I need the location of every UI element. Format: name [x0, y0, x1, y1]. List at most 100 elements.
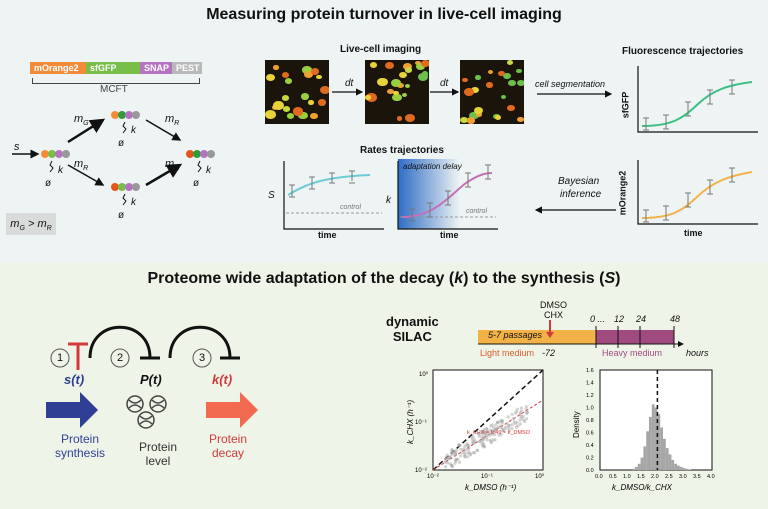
svg-text:10⁻¹: 10⁻¹ [481, 474, 493, 480]
scatter-point [464, 448, 468, 452]
label-k-bottom: k [131, 197, 136, 208]
rates-plots [283, 159, 498, 230]
bayes-label-2: inference [560, 189, 602, 200]
scatter-point [490, 432, 494, 436]
cell [420, 60, 429, 68]
cell [302, 66, 312, 74]
construct-label: MCFT [100, 84, 128, 95]
scatter-point [493, 433, 497, 437]
fluor-plots [637, 66, 758, 225]
cell [282, 95, 290, 101]
cell [486, 82, 494, 88]
heavy-medium-label: Heavy medium [602, 348, 663, 358]
cell [516, 116, 524, 123]
cell [281, 71, 290, 78]
cell [401, 92, 408, 97]
cell [474, 107, 484, 115]
scatter-point [500, 419, 505, 423]
scatter-point [450, 449, 454, 454]
cell [310, 113, 318, 120]
construct-bracket [32, 78, 200, 84]
cell [498, 70, 505, 76]
svg-text:10⁻²: 10⁻² [427, 474, 439, 480]
cell [319, 85, 329, 94]
maturation-model [12, 111, 215, 206]
cell [415, 62, 425, 70]
passages-label: 5-7 passages [488, 330, 543, 340]
scatter-point [497, 425, 501, 429]
step-1: 1 [57, 352, 64, 364]
y-tick-label: 1.0 [586, 406, 594, 412]
label-k-right: k [206, 165, 211, 176]
light-medium-label: Light medium [480, 348, 535, 358]
bottom-title: Proteome wide adaptation of the decay (k… [147, 270, 621, 287]
micrograph-1 [265, 60, 329, 124]
scatter-point [453, 451, 457, 455]
svg-text:k_CHX = 0.49 × k_DMSO: k_CHX = 0.49 × k_DMSO [467, 430, 531, 436]
scatter-point [524, 407, 528, 411]
scatter-point [495, 420, 499, 424]
construct-SNAP: SNAP [140, 62, 172, 74]
label-mR-top: mR [165, 113, 180, 128]
scatter-point [459, 447, 463, 451]
cell [318, 99, 327, 106]
histogram-bar [651, 404, 655, 470]
scatter-point [510, 412, 514, 416]
x-tick-label: 0.0 [595, 474, 603, 480]
y-tick-label: 1.2 [586, 393, 594, 399]
fluor-ylabel-top: sfGFP [620, 91, 631, 119]
arrow-mG-bottom [145, 163, 183, 187]
histogram-bar [663, 438, 666, 471]
arrow-mR-top [145, 119, 182, 141]
cell [494, 115, 502, 121]
cell [404, 83, 411, 89]
x-tick-label: 1.0 [623, 474, 631, 480]
flow-arrows [46, 392, 258, 429]
scatter-point [444, 455, 448, 459]
decay-arrow-bottom [122, 193, 127, 206]
cell [475, 75, 481, 80]
histogram-bar [674, 463, 677, 471]
cell [469, 111, 479, 120]
feedback-arcs [50, 325, 240, 370]
scatter-point [514, 425, 519, 429]
bayes-label-1: Bayesian [558, 176, 600, 187]
cell [487, 70, 493, 75]
x-tick-label: 2.0 [651, 474, 659, 480]
step-2: 2 [117, 352, 124, 364]
cell [298, 111, 308, 120]
scatter-point [466, 443, 471, 447]
null-bottom: ø [118, 210, 125, 221]
scatter-point [457, 443, 461, 447]
segmentation-label: cell segmentation [535, 79, 606, 89]
scatter-point [505, 422, 509, 426]
cell [396, 115, 403, 121]
histogram-bar [688, 469, 691, 470]
scatter-point [518, 411, 523, 415]
scatter-point [524, 405, 528, 409]
scatter-point [485, 427, 489, 431]
micrograph-2 [365, 60, 429, 124]
scatter-point [466, 451, 470, 455]
scatter-point [518, 422, 522, 426]
label-k-left: k [58, 165, 63, 176]
cell [500, 94, 507, 100]
label-mG-bottom: mG [165, 158, 180, 173]
histogram-bar [677, 465, 680, 470]
dt-label-1: dt [345, 78, 354, 89]
cell [369, 62, 377, 69]
svg-text:10⁻¹: 10⁻¹ [415, 420, 427, 426]
scatter-point [525, 412, 529, 416]
scatter-point [464, 443, 468, 447]
scatter-point [459, 454, 463, 458]
scatter-point [448, 462, 452, 466]
x-tick-label: 3.5 [693, 474, 701, 480]
histogram-bar [643, 446, 647, 471]
scatter-point [475, 448, 479, 452]
svg-text:k_DMSO/k_CHX: k_DMSO/k_CHX [612, 483, 673, 492]
histogram-bar [657, 413, 661, 471]
cell [404, 67, 413, 74]
